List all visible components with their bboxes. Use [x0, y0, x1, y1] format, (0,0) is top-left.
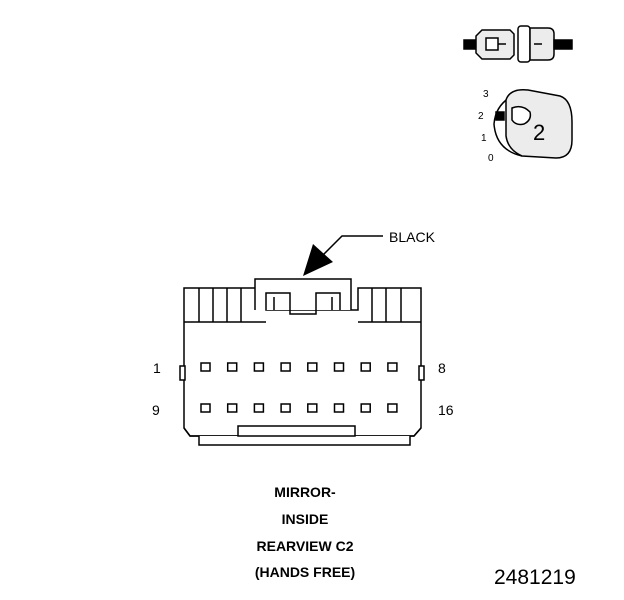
connector-face — [179, 278, 425, 446]
position-scale-0: 0 — [488, 153, 494, 164]
pin-cavity-6 — [333, 362, 345, 372]
position-badge: 2 — [533, 120, 545, 145]
pin-cavity-10 — [226, 403, 238, 413]
pin-label-16: 16 — [438, 402, 454, 418]
pin-label-8: 8 — [438, 360, 446, 376]
pin-cavity-5 — [307, 362, 318, 372]
pin-cavity-8 — [387, 362, 398, 372]
position-scale-2: 2 — [478, 111, 484, 122]
caption-line-3: REARVIEW C2 — [256, 538, 354, 554]
pin-cavity-11 — [253, 403, 265, 413]
figure-id: 2481219 — [494, 566, 576, 589]
caption-line-4: (HANDS FREE) — [254, 564, 356, 580]
caption-line-2: INSIDE — [281, 511, 329, 527]
pin-cavity-14 — [333, 403, 345, 413]
position-scale-1: 1 — [481, 133, 487, 144]
pin-cavity-3 — [253, 362, 265, 372]
color-callout-label: BLACK — [389, 229, 436, 245]
position-scale-3: 3 — [483, 89, 489, 100]
pin-cavity-2 — [226, 362, 238, 372]
pin-cavity-7 — [360, 362, 371, 372]
position-knob-icon — [493, 88, 573, 159]
pin-cavity-13 — [307, 403, 318, 413]
pin-label-1: 1 — [153, 360, 161, 376]
color-callout-leader — [303, 235, 383, 276]
pin-label-9: 9 — [152, 402, 160, 418]
pin-cavities — [200, 362, 398, 413]
pin-cavity-4 — [280, 362, 291, 372]
caption-line-1: MIRROR- — [274, 484, 336, 500]
pin-cavity-1 — [200, 362, 211, 372]
connector-side-view-icon — [463, 25, 573, 63]
pin-cavity-9 — [200, 403, 211, 413]
pin-cavity-12 — [280, 403, 291, 413]
pin-cavity-15 — [360, 403, 371, 413]
pin-cavity-16 — [387, 403, 398, 413]
